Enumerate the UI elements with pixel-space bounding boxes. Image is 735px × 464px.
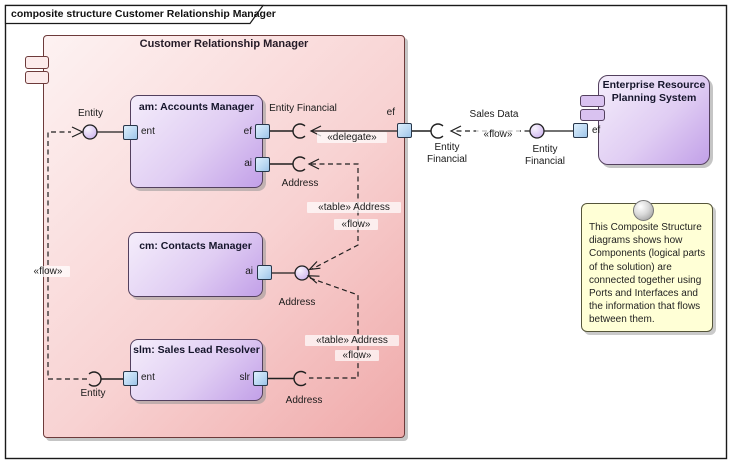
label-delegate: «delegate» (317, 132, 387, 143)
label-flow-upper: «flow» (334, 219, 378, 230)
port-erp-ef[interactable] (573, 123, 588, 138)
open-arrowhead-icon (71, 126, 84, 138)
ball-interface-icon (294, 265, 310, 281)
open-arrowhead-icon (307, 261, 321, 271)
am-ai-socket-interface[interactable] (270, 156, 306, 172)
slm-sales-lead-resolver-box[interactable] (130, 339, 263, 401)
slm-entity-socket-interface[interactable] (88, 371, 123, 387)
socket-interface-icon (292, 123, 306, 139)
erp-system-box[interactable] (598, 75, 710, 165)
label-flow-sales: «flow» (476, 129, 520, 140)
label-slm-address: Address (285, 395, 323, 406)
cm-address-ball-interface[interactable] (272, 265, 310, 281)
crm-title: Customer Relationship Manager (139, 38, 309, 50)
port-slm-ent[interactable] (123, 371, 138, 386)
label-cm-address: Address (278, 297, 316, 308)
component-icon-bar (580, 109, 605, 121)
slm-title: slm: Sales Lead Resolver (133, 344, 260, 356)
port-label-erp-ef: ef (592, 125, 601, 136)
port-label-slm-slr: slr (239, 372, 250, 383)
frame-name-tab (4, 4, 265, 25)
note-text: This Composite Structure diagrams shows … (589, 222, 706, 326)
am-entity-ball-interface[interactable] (82, 124, 123, 140)
port-am-ai[interactable] (255, 157, 270, 172)
open-arrowhead-icon (306, 275, 320, 284)
label-erp-ball-entity-financial: Entity Financial (510, 144, 580, 168)
label-line-entity: Entity (434, 142, 460, 153)
component-icon-bar (25, 56, 49, 69)
port-label-am-ent: ent (141, 126, 155, 137)
label-slm-entity: Entity (80, 388, 106, 399)
erp-title: Enterprise Resource Planning System (602, 79, 706, 104)
cm-contacts-manager-box[interactable] (128, 232, 263, 297)
frame-tab-title: composite structure Customer Relationshi… (11, 8, 276, 20)
erp-entity-financial-ball-interface[interactable] (529, 123, 573, 139)
component-icon-bar (580, 95, 605, 107)
socket-interface-icon (88, 371, 102, 387)
open-arrowhead-icon (307, 158, 320, 170)
label-table-address-upper: «table» Address (307, 202, 401, 213)
port-crm-ef[interactable] (397, 123, 412, 138)
label-am-entity: Entity (77, 108, 103, 119)
port-am-ef[interactable] (255, 124, 270, 139)
table-address-flow-lower-connector[interactable] (306, 275, 359, 379)
table-address-flow-upper-connector[interactable] (307, 158, 359, 271)
label-line-entity: Entity (532, 144, 558, 155)
label-flow-left: «flow» (26, 266, 70, 277)
socket-interface-icon (292, 156, 306, 172)
label-line-financial: Financial (426, 154, 468, 165)
crm-entity-financial-socket-interface[interactable] (412, 123, 444, 139)
cm-title: cm: Contacts Manager (139, 240, 252, 252)
label-flow-lower: «flow» (335, 350, 379, 361)
note-box[interactable]: This Composite Structure diagrams shows … (581, 203, 713, 332)
port-label-am-ai: ai (244, 158, 252, 169)
port-cm-ai[interactable] (257, 265, 272, 280)
port-am-ent[interactable] (123, 125, 138, 140)
port-label-am-ef: ef (243, 126, 252, 137)
note-pin-sphere-icon (633, 200, 654, 221)
am-accounts-manager-box[interactable] (130, 95, 263, 188)
socket-interface-icon (293, 370, 307, 387)
label-line-financial: Financial (524, 156, 566, 167)
open-arrowhead-icon (449, 125, 462, 137)
ball-interface-icon (529, 123, 545, 139)
label-am-address: Address (281, 178, 319, 189)
component-icon-bar (25, 71, 49, 84)
am-title: am: Accounts Manager (138, 101, 255, 113)
label-table-address-lower: «table» Address (305, 335, 399, 346)
port-label-cm-ai: ai (245, 266, 253, 277)
port-slm-slr[interactable] (253, 371, 268, 386)
left-flow-connector[interactable] (47, 126, 87, 380)
diagram-frame (4, 4, 728, 460)
slm-address-socket-interface[interactable] (268, 370, 307, 387)
label-sales-data: Sales Data (469, 109, 519, 120)
label-entity-financial: Entity Financial (269, 103, 337, 114)
label-crm-socket-entity-financial: Entity Financial (412, 142, 482, 166)
socket-interface-icon (430, 123, 444, 139)
am-ef-socket-interface[interactable] (270, 123, 306, 139)
port-label-crm-ef: ef (386, 107, 395, 118)
port-label-slm-ent: ent (141, 372, 155, 383)
ball-interface-icon (82, 124, 98, 140)
